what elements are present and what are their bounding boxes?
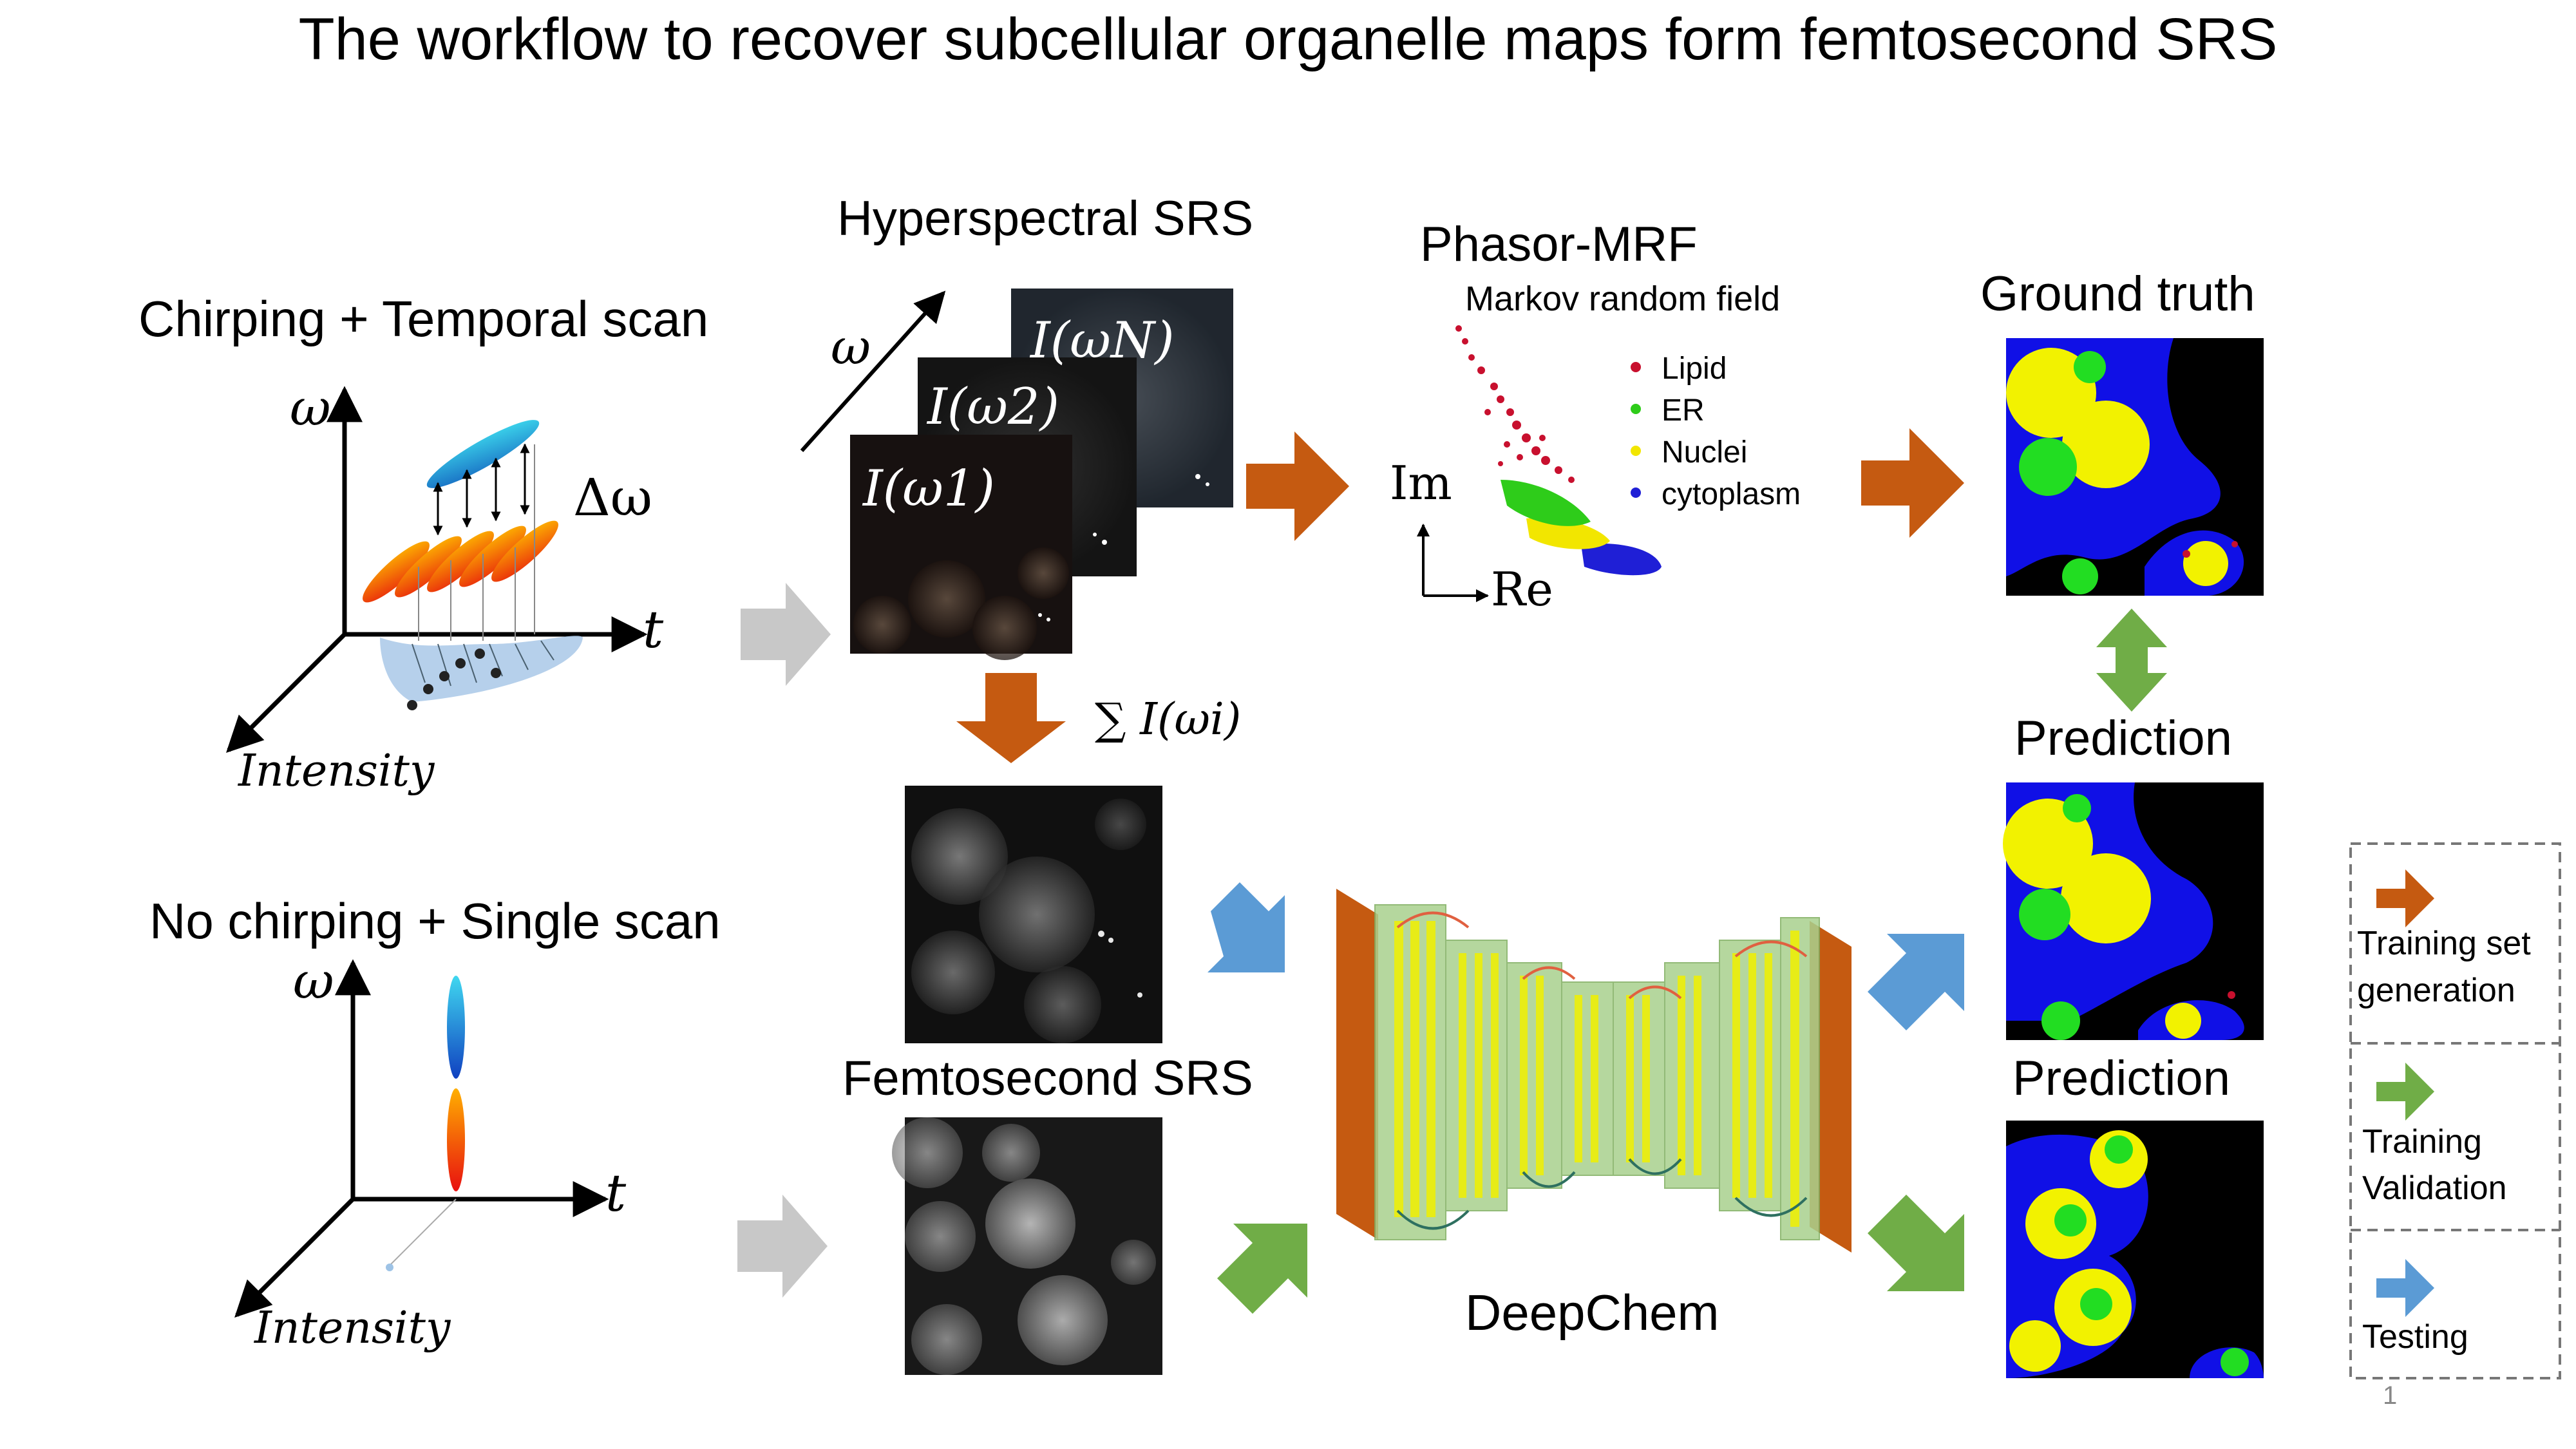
spectral-shadow <box>380 636 583 702</box>
prediction-map-1: Prediction <box>2003 711 2264 1040</box>
phasor-re-label: Re <box>1491 562 1553 616</box>
phasor-heading: Phasor-MRF <box>1420 217 1698 272</box>
network-input-plate <box>1336 889 1378 1240</box>
legend-label-training-set-line1: Training set <box>2357 925 2531 962</box>
omega-axis-label-2: ω <box>293 952 334 1010</box>
sum-label: ∑ I(ωi) <box>1095 694 1241 745</box>
legend-label-validation: Validation <box>2362 1170 2507 1207</box>
legend-dot-er <box>1631 404 1641 414</box>
legend-label-training-set-line2: generation <box>2357 972 2515 1009</box>
single-scan-schematic: No chirping + Single scan ω t Intensity <box>149 893 721 1354</box>
frame-label-omega-n: I(ωN) <box>1029 312 1175 370</box>
omega-stack-arrow <box>800 290 946 453</box>
orange-arrow-to-phasor <box>1246 431 1349 541</box>
pulse-projection-line <box>389 1198 457 1266</box>
phasor-im-label: Im <box>1390 456 1452 510</box>
legend-label-testing: Testing <box>2362 1318 2468 1356</box>
orange-arrow-down <box>956 673 1066 763</box>
hyperspectral-heading: Hyperspectral SRS <box>837 191 1253 246</box>
legend-arrow-training <box>2376 1063 2434 1121</box>
phasor-mrf-panel: Phasor-MRF Markov random field Im Re Lip… <box>1390 217 1801 616</box>
legend-arrow-testing <box>2376 1259 2434 1317</box>
legend-arrow-training-set <box>2376 869 2434 927</box>
legend-dot-cytoplasm <box>1631 488 1641 498</box>
legend-label-lipid: Lipid <box>1662 352 1727 386</box>
network-output-plate <box>1810 921 1852 1253</box>
legend-dot-nuclei <box>1631 446 1641 456</box>
phasor-scatter <box>1455 325 1662 576</box>
intensity-axis-label-2: Intensity <box>253 1303 451 1354</box>
time-axis-label-2: t <box>605 1163 627 1223</box>
prediction-1-heading: Prediction <box>2014 711 2232 766</box>
green-arrow-to-prediction <box>1868 1195 1964 1291</box>
frequency-difference-arrows <box>433 443 530 536</box>
frame-label-omega-2: I(ω2) <box>926 378 1059 436</box>
hyperspectral-stack: Hyperspectral SRS ω I(ωN) I(ω2) I(ω1) <box>800 191 1253 660</box>
page-number: 1 <box>2383 1381 2397 1410</box>
chirped-pump-pulses <box>363 520 558 603</box>
green-double-arrow <box>2096 609 2167 712</box>
omega-axis-label: ω <box>290 379 331 437</box>
blue-arrow-to-network <box>1208 882 1285 972</box>
legend-label-training: Training <box>2362 1123 2482 1160</box>
phasor-subheading: Markov random field <box>1465 279 1780 318</box>
pump-pulse <box>447 1088 465 1191</box>
deepchem-network <box>1336 889 1852 1253</box>
green-arrow-to-network <box>1217 1224 1307 1314</box>
chirped-stokes-pulse <box>426 420 540 488</box>
legend-label-cytoplasm: cytoplasm <box>1662 477 1801 511</box>
chirped-scan-heading: Chirping + Temporal scan <box>138 290 708 347</box>
blue-arrow-to-prediction <box>1868 934 1964 1030</box>
single-scan-heading: No chirping + Single scan <box>149 893 721 949</box>
intensity-axis <box>226 632 346 753</box>
page-title: The workflow to recover subcellular orga… <box>298 6 2277 72</box>
chirped-scan-schematic: Chirping + Temporal scan ω t Intensity Δ… <box>138 290 708 797</box>
prediction-map-2: Prediction <box>2006 1051 2264 1378</box>
time-axis-label: t <box>643 600 664 659</box>
legend-label-er: ER <box>1662 393 1705 428</box>
arrow-legend-box: Training set generation Training Validat… <box>2349 842 2561 1379</box>
summed-srs-image <box>905 786 1162 1043</box>
gray-arrow-bottom <box>737 1195 828 1298</box>
prediction-2-heading: Prediction <box>2012 1051 2230 1106</box>
projection-dots <box>407 649 501 710</box>
legend-label-nuclei: Nuclei <box>1662 435 1747 469</box>
pulse-projection-dot <box>386 1264 393 1271</box>
ground-truth-heading: Ground truth <box>1980 267 2255 321</box>
gray-arrow-top <box>741 583 831 686</box>
femtosecond-heading: Femtosecond SRS <box>842 1051 1253 1106</box>
omega-stack-label: ω <box>831 318 871 375</box>
intensity-axis-2 <box>234 1197 355 1318</box>
legend-dot-lipid <box>1631 362 1641 372</box>
frame-label-omega-1: I(ω1) <box>862 460 995 518</box>
drop-lines <box>418 444 535 641</box>
ground-truth-map: Ground truth <box>1980 267 2264 596</box>
delta-omega-label: Δω <box>573 468 652 527</box>
stokes-pulse <box>447 976 465 1079</box>
intensity-axis-label: Intensity <box>237 746 435 797</box>
network-label: DeepChem <box>1465 1284 1719 1341</box>
orange-arrow-to-ground-truth <box>1861 428 1964 538</box>
femtosecond-srs-image <box>892 1117 1162 1375</box>
